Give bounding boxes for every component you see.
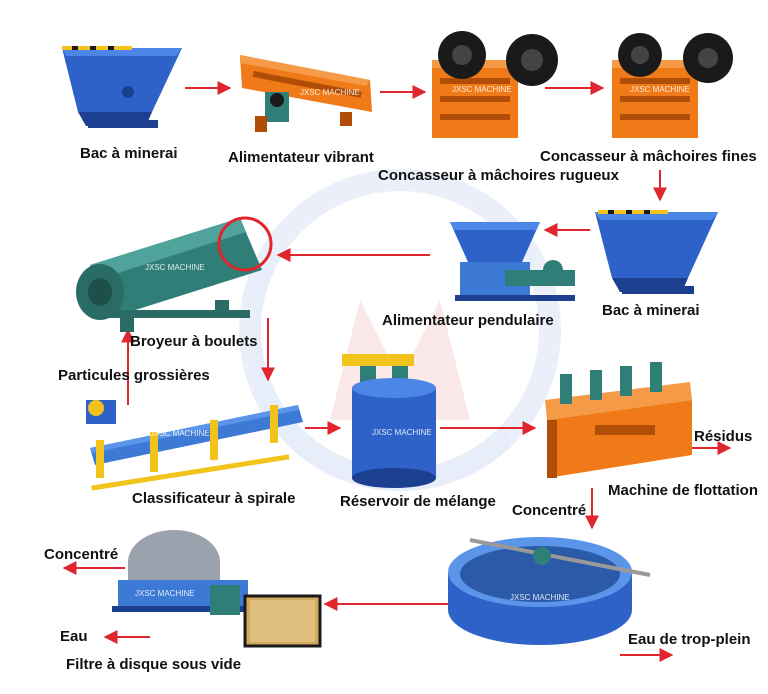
- label-bac-a-minerai-2: Bac à minerai: [602, 302, 700, 319]
- concasseur-fines-illustration: JXSC MACHINE: [612, 33, 733, 138]
- alimentateur-vibrant-illustration: JXSC MACHINE: [240, 55, 372, 132]
- svg-text:JXSC MACHINE: JXSC MACHINE: [145, 263, 205, 272]
- bac-a-minerai-2-illustration: [595, 210, 718, 294]
- label-concentre-filtre: Concentré: [44, 546, 119, 563]
- label-classificateur-a-spirale: Classificateur à spirale: [132, 490, 296, 507]
- machine-de-flottation-illustration: [545, 362, 692, 478]
- svg-text:JXSC MACHINE: JXSC MACHINE: [630, 85, 690, 94]
- label-bac-a-minerai-1: Bac à minerai: [80, 145, 178, 162]
- label-eau-de-trop-plein: Eau de trop-plein: [628, 631, 751, 648]
- label-alimentateur-pendulaire: Alimentateur pendulaire: [382, 312, 554, 329]
- label-machine-de-flottation: Machine de flottation: [608, 482, 758, 499]
- svg-text:JXSC MACHINE: JXSC MACHINE: [150, 429, 210, 438]
- label-residus: Résidus: [694, 428, 753, 445]
- broyeur-a-boulets-illustration: JXSC MACHINE: [76, 216, 273, 332]
- label-reservoir-de-melange: Réservoir de mélange: [340, 493, 496, 510]
- reservoir-de-melange-illustration: JXSC MACHINE: [342, 354, 436, 488]
- label-concentre-flottation: Concentré: [512, 502, 587, 519]
- svg-text:JXSC MACHINE: JXSC MACHINE: [372, 428, 432, 437]
- epaississeur-illustration: JXSC MACHINE: [448, 537, 651, 645]
- label-particules-grossieres: Particules grossières: [58, 367, 210, 384]
- bac-a-minerai-1-illustration: [62, 46, 182, 128]
- label-broyeur-a-boulets: Broyeur à boulets: [130, 333, 258, 350]
- concasseur-rugueux-illustration: JXSC MACHINE: [432, 31, 558, 138]
- filtre-a-disque-illustration: JXSC MACHINE: [112, 530, 322, 648]
- svg-text:JXSC MACHINE: JXSC MACHINE: [300, 88, 360, 97]
- svg-text:JXSC MACHINE: JXSC MACHINE: [510, 593, 570, 602]
- alimentateur-pendulaire-illustration: [450, 222, 575, 301]
- svg-text:JXSC MACHINE: JXSC MACHINE: [135, 589, 195, 598]
- label-alimentateur-vibrant: Alimentateur vibrant: [228, 149, 374, 166]
- svg-text:JXSC MACHINE: JXSC MACHINE: [452, 85, 512, 94]
- classificateur-a-spirale-illustration: JXSC MACHINE: [86, 400, 303, 491]
- label-concasseur-fines: Concasseur à mâchoires fines: [540, 148, 757, 165]
- label-filtre-a-disque: Filtre à disque sous vide: [66, 656, 242, 673]
- label-concasseur-rugueux: Concasseur à mâchoires rugueux: [378, 167, 619, 184]
- label-eau: Eau: [60, 628, 88, 645]
